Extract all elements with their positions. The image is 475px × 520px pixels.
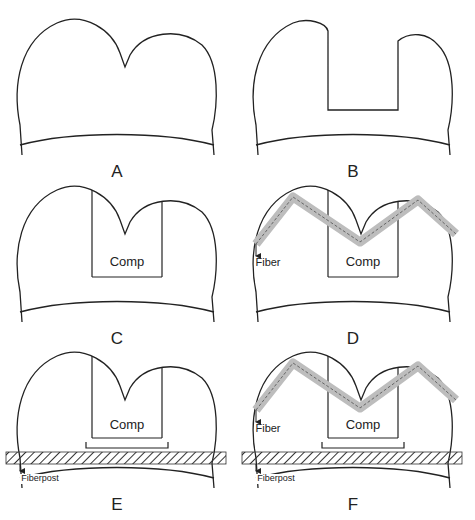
material-label: Comp: [346, 418, 381, 432]
panel-letter: A: [111, 163, 122, 182]
panel-letter: F: [348, 496, 358, 515]
material-label: Fiberpost: [20, 474, 60, 484]
material-label: Comp: [110, 418, 145, 432]
material-label: Fiberpost: [256, 474, 296, 484]
tooth-a: [17, 19, 216, 155]
panel-letter: B: [347, 163, 358, 182]
panel-letter: E: [111, 496, 122, 515]
tooth-e: [6, 338, 226, 488]
material-label: Comp: [110, 255, 145, 269]
tooth-d: [253, 172, 456, 322]
tooth-b: [253, 21, 452, 155]
panel-letter: D: [347, 330, 359, 349]
tooth-c: [17, 172, 216, 322]
material-label: Fiber: [255, 422, 280, 434]
material-label: Comp: [346, 255, 381, 269]
tooth-f: [242, 338, 462, 488]
material-label: Fiber: [255, 256, 280, 268]
panel-letter: C: [111, 330, 123, 349]
